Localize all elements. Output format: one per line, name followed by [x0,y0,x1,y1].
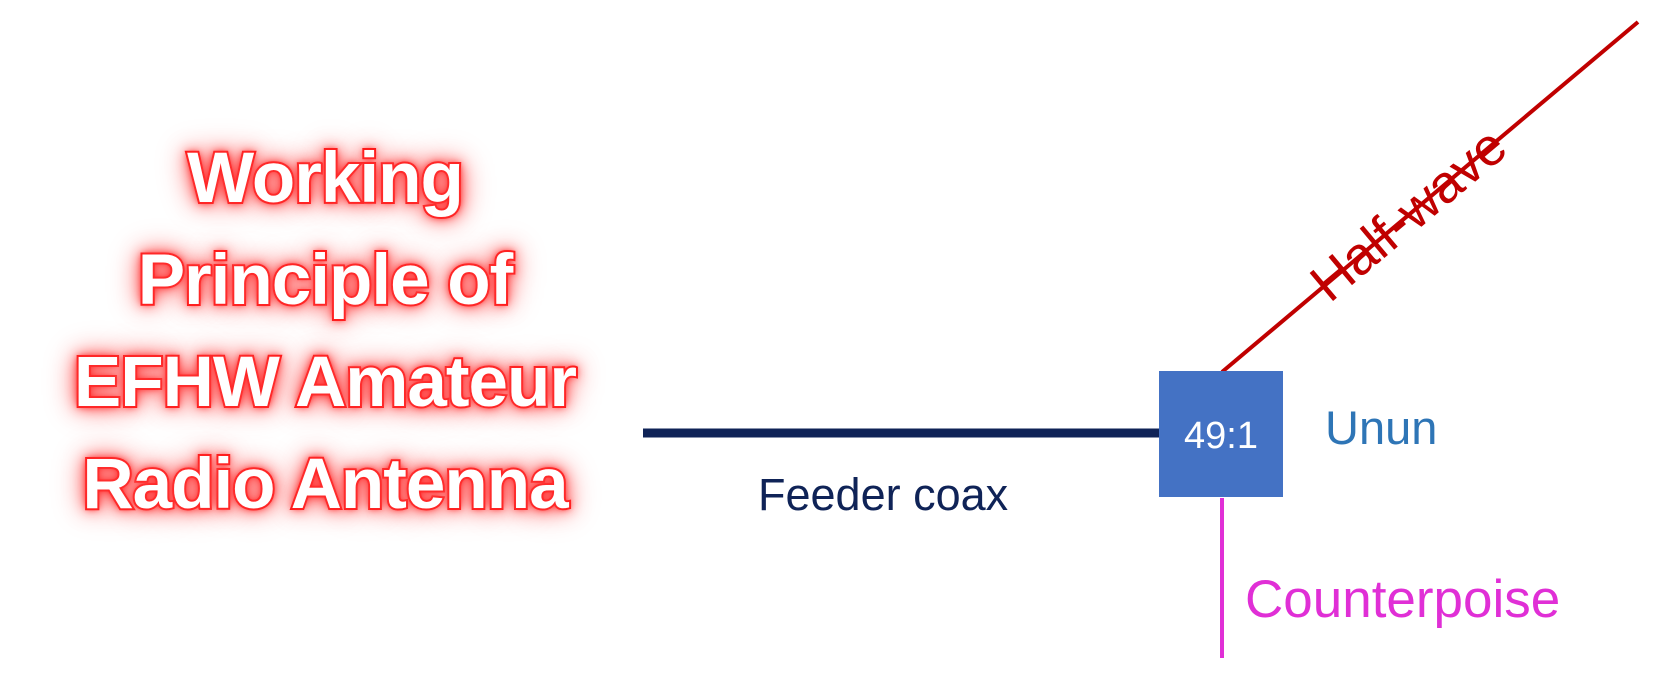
counterpoise-label: Counterpoise [1245,570,1560,629]
title-line-4: Radio Antenna [80,443,570,526]
unun-box [1159,371,1283,497]
unun-label: Unun [1325,401,1437,454]
figure-title: Working Principle of EFHW Amateur Radio … [0,128,650,536]
title-line-2: Principle of [136,239,516,322]
half-wave-radiator-line [1220,20,1640,374]
title-line-1: Working [185,137,466,220]
feeder-coax-label: Feeder coax [758,469,1009,520]
unun-ratio-label: 49:1 [1184,415,1258,457]
title-line-3: EFHW Amateur [72,341,579,424]
half-wave-label: Half-wave [1300,116,1518,313]
